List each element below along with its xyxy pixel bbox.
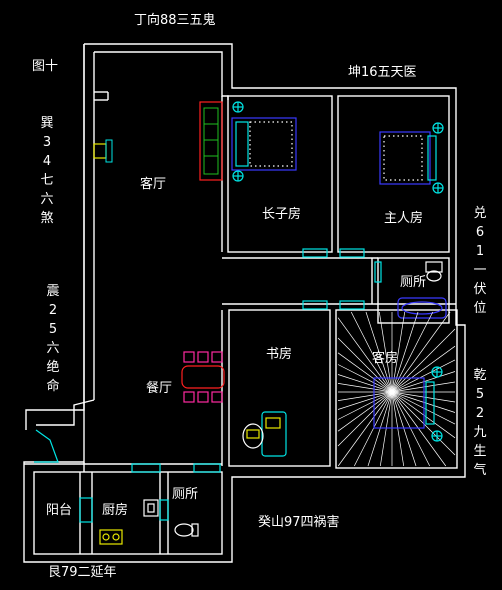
study-wall (228, 309, 331, 467)
bottom-block-outer (33, 471, 223, 555)
room-balcony: 阳台 (46, 503, 73, 518)
master-room-wall (337, 95, 450, 253)
guest-ray (337, 391, 393, 420)
guest-ray (365, 311, 393, 393)
guest-ray (391, 311, 419, 393)
living-device (93, 139, 113, 163)
guest-ray (337, 352, 393, 393)
direction-ne-label: 坤16五天医 (348, 65, 417, 80)
guest-ray (391, 345, 456, 393)
guest-room-rays (337, 311, 456, 467)
guest-ray (391, 391, 405, 467)
door-elder-son (302, 248, 328, 258)
door-swing-left (34, 429, 59, 463)
room-guest: 客房 (372, 351, 399, 366)
guest-ray (337, 317, 393, 393)
room-dining: 餐厅 (146, 381, 173, 396)
master-bed (379, 122, 444, 194)
guest-ray (391, 359, 456, 393)
guest-ray (391, 328, 456, 393)
room-bottom-toilet: 厕所 (172, 487, 199, 502)
guest-ray (337, 364, 393, 393)
guest-ray (337, 337, 393, 393)
room-right-toilet: 厕所 (400, 275, 427, 290)
living-left-step (36, 399, 95, 426)
door-markers (34, 248, 382, 523)
right-toilet-wall (377, 257, 450, 324)
guest-ray (391, 391, 447, 467)
guest-ray (379, 391, 393, 467)
guest-ray (391, 391, 417, 467)
direction-north-label: 丁向88三五鬼 (134, 13, 216, 28)
door-toilet-bottom (159, 499, 169, 521)
figure-label: 图十 (32, 59, 59, 74)
door-bottom-2 (193, 463, 221, 473)
door-master (339, 248, 365, 258)
room-elder-son: 长子房 (262, 207, 302, 222)
door-balcony (79, 497, 93, 523)
guest-ray (391, 311, 406, 393)
dining-table (181, 351, 225, 403)
tv-cabinet (199, 101, 223, 181)
direction-sw-label: 震25六绝命 (46, 284, 60, 394)
door-right-toilet (374, 261, 382, 283)
guest-ray (378, 311, 393, 393)
guest-ray (337, 374, 393, 393)
guest-ray (391, 391, 431, 467)
room-master: 主人房 (384, 211, 424, 226)
direction-bottom-left-label: 艮79二延年 (48, 565, 117, 580)
elder-son-bed (231, 101, 297, 182)
guest-ray (391, 311, 451, 393)
direction-west-label: 巽34七六煞 (40, 116, 54, 226)
direction-east-bottom-label: 乾52九生气 (473, 368, 487, 478)
study-desk (242, 411, 287, 457)
living-left-outer (25, 44, 85, 430)
guest-ray (353, 391, 393, 467)
room-study: 书房 (266, 347, 293, 362)
direction-east-top-label: 兑61一伏位 (473, 206, 487, 316)
guest-ray (350, 311, 393, 393)
guest-ray (337, 391, 393, 467)
guest-ray (337, 391, 393, 401)
bottom-toilet-fixture (174, 523, 199, 537)
elder-son-room-wall (227, 95, 333, 253)
guest-ray (367, 391, 393, 467)
outer-wall (23, 43, 466, 563)
direction-bottom-right-label: 癸山97四祸害 (258, 515, 340, 530)
guest-ray (337, 391, 393, 447)
guest-ray (337, 391, 393, 410)
guest-ray (337, 391, 393, 432)
living-inner-wall (94, 51, 229, 100)
room-living: 客厅 (140, 177, 167, 192)
guest-bed (373, 366, 443, 442)
guest-room-wall (335, 309, 458, 469)
door-study (302, 300, 328, 310)
kitchen-fixtures (99, 499, 159, 545)
right-toilet-fixtures (397, 261, 447, 319)
guest-ray (337, 383, 393, 393)
room-kitchen: 厨房 (102, 503, 129, 518)
guest-ray (391, 311, 434, 393)
door-bottom-1 (131, 463, 161, 473)
door-guest (339, 300, 365, 310)
